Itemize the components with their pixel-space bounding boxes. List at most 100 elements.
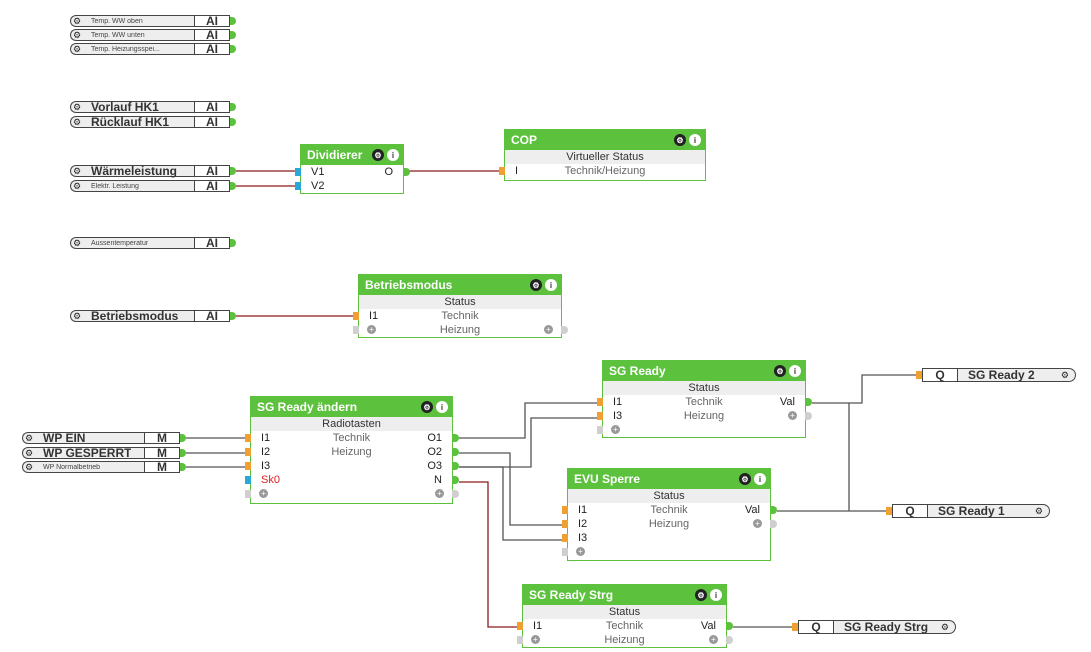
add-input-icon[interactable]: +	[531, 635, 540, 644]
gear-icon[interactable]: ⚙	[72, 181, 82, 191]
input-port[interactable]	[562, 534, 568, 542]
input-ruecklauf-hk1[interactable]: ⚙Rücklauf HK1 AI	[70, 115, 236, 129]
input-port[interactable]	[517, 622, 523, 630]
output-port[interactable]	[180, 463, 186, 471]
info-icon[interactable]: i	[387, 149, 399, 161]
output-port[interactable]	[230, 239, 236, 247]
info-icon[interactable]: i	[436, 401, 448, 413]
add-input-port[interactable]	[353, 326, 359, 334]
gear-icon[interactable]: ⚙	[72, 238, 82, 248]
input-port[interactable]	[499, 167, 505, 175]
output-port[interactable]	[180, 449, 186, 457]
add-output-port[interactable]	[726, 636, 733, 644]
block-header[interactable]: EVU Sperre ⚙i	[568, 469, 770, 489]
input-port[interactable]	[916, 371, 922, 379]
output-sg-ready-2[interactable]: Q SG Ready 2⚙	[916, 368, 1076, 382]
block-header[interactable]: Dividierer ⚙i	[301, 145, 403, 165]
input-port[interactable]	[245, 434, 251, 442]
output-port[interactable]	[230, 167, 236, 175]
add-output-icon[interactable]: +	[753, 519, 762, 528]
info-icon[interactable]: i	[710, 589, 722, 601]
add-input-port[interactable]	[562, 548, 568, 556]
output-port[interactable]	[230, 17, 236, 25]
output-port[interactable]	[805, 398, 812, 406]
input-wp-ein[interactable]: ⚙WP EIN M	[22, 431, 186, 445]
add-input-port[interactable]	[517, 636, 523, 644]
gear-icon[interactable]: ⚙	[24, 462, 34, 472]
output-port[interactable]	[230, 312, 236, 320]
input-port[interactable]	[245, 462, 251, 470]
input-aussentemperatur[interactable]: ⚙Aussentemperatur AI	[70, 236, 236, 250]
gear-icon[interactable]: ⚙	[739, 473, 751, 485]
block-sg-ready-strg[interactable]: SG Ready Strg ⚙i Status I1 Technik Val +…	[517, 584, 733, 648]
output-sg-ready-strg[interactable]: Q SG Ready Strg⚙	[792, 620, 956, 634]
info-icon[interactable]: i	[689, 134, 701, 146]
output-port[interactable]	[452, 448, 459, 456]
input-port[interactable]	[886, 507, 892, 515]
info-icon[interactable]: i	[754, 473, 766, 485]
gear-icon[interactable]: ⚙	[940, 621, 949, 632]
output-port[interactable]	[403, 168, 410, 176]
input-betriebsmodus[interactable]: ⚙Betriebsmodus AI	[70, 309, 236, 323]
add-input-icon[interactable]: +	[367, 325, 376, 334]
input-port[interactable]	[597, 398, 603, 406]
info-icon[interactable]: i	[789, 365, 801, 377]
output-port[interactable]	[230, 103, 236, 111]
gear-icon[interactable]: ⚙	[695, 589, 707, 601]
gear-icon[interactable]: ⚙	[72, 102, 82, 112]
output-port[interactable]	[230, 45, 236, 53]
gear-icon[interactable]: ⚙	[372, 149, 384, 161]
block-header[interactable]: SG Ready ändern ⚙i	[251, 397, 452, 417]
input-vorlauf-hk1[interactable]: ⚙Vorlauf HK1 AI	[70, 100, 236, 114]
input-temp-heizungsspeicher[interactable]: ⚙Temp. Heizungsspei... AI	[70, 42, 236, 56]
input-port[interactable]	[353, 312, 359, 320]
input-port[interactable]	[245, 476, 251, 484]
block-dividierer[interactable]: Dividierer ⚙i V1 O V2	[295, 144, 410, 194]
block-evu-sperre[interactable]: EVU Sperre ⚙i Status I1 Technik Val I2 H…	[562, 468, 777, 561]
add-output-icon[interactable]: +	[788, 411, 797, 420]
gear-icon[interactable]: ⚙	[1034, 505, 1043, 516]
add-output-port[interactable]	[770, 520, 777, 528]
block-betriebsmodus[interactable]: Betriebsmodus ⚙i Status I1 Technik + Hei…	[353, 274, 568, 338]
input-wp-gesperrt[interactable]: ⚙WP GESPERRT M	[22, 446, 186, 460]
gear-icon[interactable]: ⚙	[774, 365, 786, 377]
input-port[interactable]	[597, 412, 603, 420]
input-temp-ww-unten[interactable]: ⚙Temp. WW unten AI	[70, 28, 236, 42]
add-input-icon[interactable]: +	[259, 489, 268, 498]
input-port[interactable]	[295, 168, 301, 176]
add-input-port[interactable]	[245, 490, 251, 498]
gear-icon[interactable]: ⚙	[674, 134, 686, 146]
output-port[interactable]	[770, 506, 777, 514]
add-input-icon[interactable]: +	[576, 547, 585, 556]
input-wp-normalbetrieb[interactable]: ⚙WP Normalbetrieb M	[22, 460, 186, 474]
add-output-port[interactable]	[805, 412, 812, 420]
input-port[interactable]	[562, 520, 568, 528]
gear-icon[interactable]: ⚙	[530, 279, 542, 291]
gear-icon[interactable]: ⚙	[72, 44, 82, 54]
input-port[interactable]	[245, 448, 251, 456]
info-icon[interactable]: i	[545, 279, 557, 291]
input-waermeleistung[interactable]: ⚙Wärmeleistung AI	[70, 164, 236, 178]
block-header[interactable]: Betriebsmodus ⚙i	[359, 275, 561, 295]
output-sg-ready-1[interactable]: Q SG Ready 1⚙	[886, 504, 1050, 518]
output-port[interactable]	[230, 118, 236, 126]
gear-icon[interactable]: ⚙	[72, 166, 82, 176]
output-port[interactable]	[726, 622, 733, 630]
block-sg-ready-aendern[interactable]: SG Ready ändern ⚙i Radiotasten I1 Techni…	[245, 396, 459, 504]
add-output-icon[interactable]: +	[709, 635, 718, 644]
add-input-port[interactable]	[597, 426, 603, 434]
input-temp-ww-oben[interactable]: ⚙Temp. WW oben AI	[70, 14, 236, 28]
gear-icon[interactable]: ⚙	[24, 448, 34, 458]
add-output-icon[interactable]: +	[435, 489, 444, 498]
block-sg-ready[interactable]: SG Ready ⚙i Status I1 Technik Val I3 Hei…	[597, 360, 812, 438]
input-elektr-leistung[interactable]: ⚙Elektr. Leistung AI	[70, 179, 236, 193]
gear-icon[interactable]: ⚙	[24, 433, 34, 443]
input-port[interactable]	[295, 182, 301, 190]
gear-icon[interactable]: ⚙	[421, 401, 433, 413]
gear-icon[interactable]: ⚙	[72, 30, 82, 40]
add-output-port[interactable]	[452, 490, 459, 498]
gear-icon[interactable]: ⚙	[1060, 369, 1069, 380]
gear-icon[interactable]: ⚙	[72, 117, 82, 127]
output-port[interactable]	[180, 434, 186, 442]
output-port[interactable]	[452, 462, 459, 470]
